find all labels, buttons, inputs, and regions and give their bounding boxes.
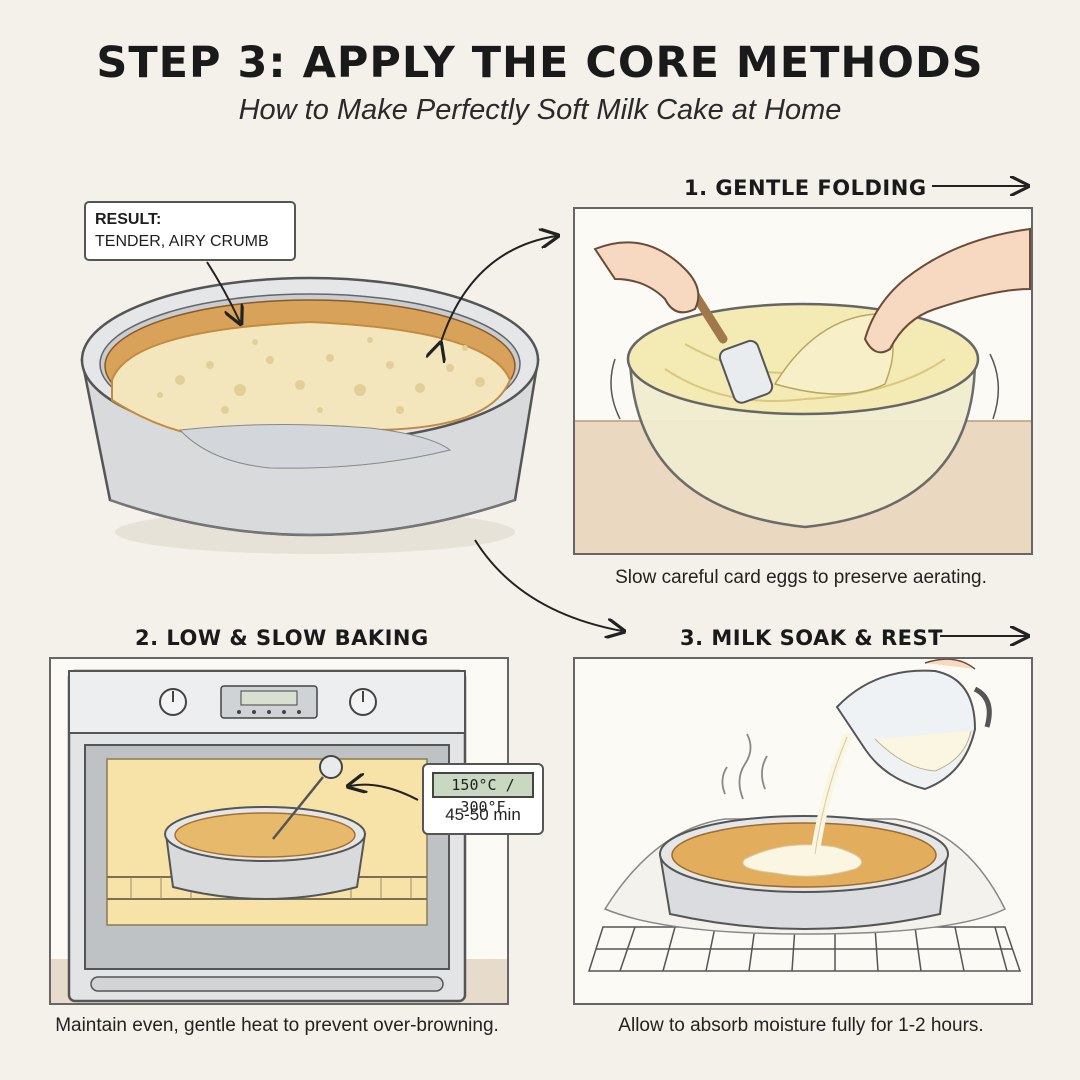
milk-soak-illustration bbox=[587, 659, 1022, 972]
cake-pan-illustration bbox=[80, 276, 540, 554]
step-2-panel bbox=[49, 657, 509, 1005]
baking-time: 45-50 min bbox=[445, 805, 521, 824]
step-1-panel bbox=[573, 207, 1033, 555]
page-title: STEP 3: APPLY THE CORE METHODS bbox=[96, 38, 984, 88]
step-3-heading: 3. MILK SOAK & REST bbox=[680, 626, 943, 650]
step-1-heading: 1. GENTLE FOLDING bbox=[684, 176, 927, 200]
folding-bowl-illustration bbox=[575, 227, 1031, 553]
page-subtitle: How to Make Perfectly Soft Milk Cake at … bbox=[238, 94, 842, 126]
step-2-caption: Maintain even, gentle heat to prevent ov… bbox=[55, 1015, 499, 1036]
step-3-caption: Allow to absorb moisture fully for 1-2 h… bbox=[618, 1015, 984, 1036]
result-callout: RESULT: TENDER, AIRY CRUMB bbox=[84, 201, 296, 261]
callout-text: TENDER, AIRY CRUMB bbox=[95, 233, 269, 250]
temperature-display: 150°C / 300°F bbox=[432, 772, 534, 816]
step-2-heading: 2. LOW & SLOW BAKING bbox=[135, 626, 429, 650]
step-1-caption: Slow careful card eggs to preserve aerat… bbox=[615, 567, 987, 588]
callout-label: RESULT: bbox=[95, 211, 162, 228]
oven-readout: 150°C / 300°F 45-50 min bbox=[422, 763, 544, 835]
oven-illustration bbox=[51, 669, 507, 1003]
step-3-panel bbox=[573, 657, 1033, 1005]
